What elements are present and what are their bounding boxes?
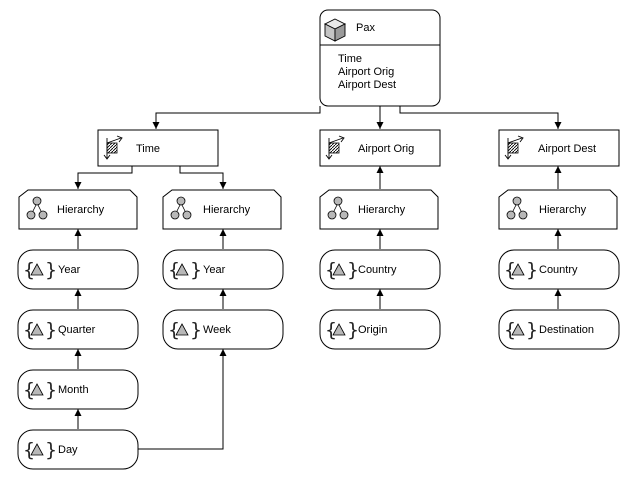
level-quarter[interactable]: { } Quarter	[17, 309, 139, 350]
level-label: Destination	[539, 324, 594, 336]
edge-time-hierarchy-1	[74, 166, 133, 189]
svg-text:{: {	[168, 259, 180, 281]
svg-text:}: }	[347, 259, 359, 281]
edge-pax-time	[152, 106, 321, 129]
level-day[interactable]: { } Day	[17, 429, 139, 470]
svg-text:}: }	[526, 259, 538, 281]
fact-dimension-item: Airport Orig	[338, 66, 394, 78]
level-destination[interactable]: { } Destination	[498, 309, 620, 350]
level-icon: { }	[23, 259, 57, 281]
hierarchy-icon	[26, 196, 48, 220]
edge-time-hierarchy-2	[179, 166, 227, 189]
hierarchy-label: Hierarchy	[539, 204, 587, 216]
level-label: Year	[58, 264, 81, 276]
level-label: Country	[539, 264, 578, 276]
level-label: Country	[358, 264, 397, 276]
dimension-axes-icon	[103, 135, 123, 160]
edge-pax-airport-dest	[399, 106, 562, 129]
svg-text:}: }	[526, 319, 538, 341]
svg-text:{: {	[168, 319, 180, 341]
dimension-airport-orig[interactable]: Airport Orig	[319, 129, 441, 167]
level-icon: { }	[325, 259, 359, 281]
cube-icon	[323, 18, 347, 42]
svg-text:{: {	[504, 259, 516, 281]
level-label: Month	[58, 384, 89, 396]
level-country-orig[interactable]: { } Country	[319, 249, 441, 290]
fact-title: Pax	[356, 22, 375, 34]
svg-text:{: {	[23, 259, 35, 281]
level-icon: { }	[168, 319, 202, 341]
level-label: Day	[58, 444, 78, 456]
svg-text:}: }	[190, 259, 202, 281]
svg-text:{: {	[325, 319, 337, 341]
svg-text:{: {	[504, 319, 516, 341]
svg-text:}: }	[45, 379, 57, 401]
dimension-label: Airport Orig	[358, 143, 414, 155]
level-icon: { }	[23, 319, 57, 341]
level-icon: { }	[504, 259, 538, 281]
hierarchy-1[interactable]: Hierarchy	[18, 189, 138, 230]
connectors	[74, 106, 562, 450]
level-label: Year	[203, 264, 226, 276]
svg-text:}: }	[190, 319, 202, 341]
fact-dimension-item: Airport Dest	[338, 79, 396, 91]
level-country-dest[interactable]: { } Country	[498, 249, 620, 290]
hierarchy-icon	[327, 196, 349, 220]
svg-text:{: {	[23, 379, 35, 401]
level-label: Quarter	[58, 324, 96, 336]
hierarchy-2[interactable]: Hierarchy	[162, 189, 282, 230]
hierarchy-icon	[170, 196, 192, 220]
edge-day-week	[138, 349, 227, 450]
dimension-airport-dest[interactable]: Airport Dest	[498, 129, 620, 167]
level-week[interactable]: { } Week	[162, 309, 284, 350]
dimension-time[interactable]: Time	[97, 129, 219, 167]
hierarchy-label: Hierarchy	[57, 204, 105, 216]
dimension-axes-icon	[504, 135, 524, 160]
fact-pax[interactable]: Pax Time Airport Orig Airport Dest	[319, 9, 441, 107]
level-icon: { }	[325, 319, 359, 341]
hierarchy-4[interactable]: Hierarchy	[498, 189, 618, 230]
level-year-2[interactable]: { } Year	[162, 249, 284, 290]
level-icon: { }	[504, 319, 538, 341]
svg-text:{: {	[23, 439, 35, 461]
level-origin[interactable]: { } Origin	[319, 309, 441, 350]
dimension-label: Airport Dest	[538, 143, 596, 155]
svg-text:}: }	[45, 319, 57, 341]
dimension-label: Time	[136, 143, 160, 155]
hierarchy-label: Hierarchy	[203, 204, 251, 216]
fact-dimension-item: Time	[338, 53, 362, 65]
svg-text:}: }	[347, 319, 359, 341]
dimension-axes-icon	[325, 135, 345, 160]
level-month[interactable]: { } Month	[17, 369, 139, 410]
level-icon: { }	[23, 439, 57, 461]
hierarchy-label: Hierarchy	[358, 204, 406, 216]
level-icon: { }	[23, 379, 57, 401]
svg-text:{: {	[23, 319, 35, 341]
level-label: Week	[203, 324, 231, 336]
svg-text:}: }	[45, 259, 57, 281]
level-label: Origin	[358, 324, 387, 336]
level-year-1[interactable]: { } Year	[17, 249, 139, 290]
svg-text:{: {	[325, 259, 337, 281]
svg-text:}: }	[45, 439, 57, 461]
hierarchy-icon	[506, 196, 528, 220]
hierarchy-3[interactable]: Hierarchy	[319, 189, 439, 230]
level-icon: { }	[168, 259, 202, 281]
